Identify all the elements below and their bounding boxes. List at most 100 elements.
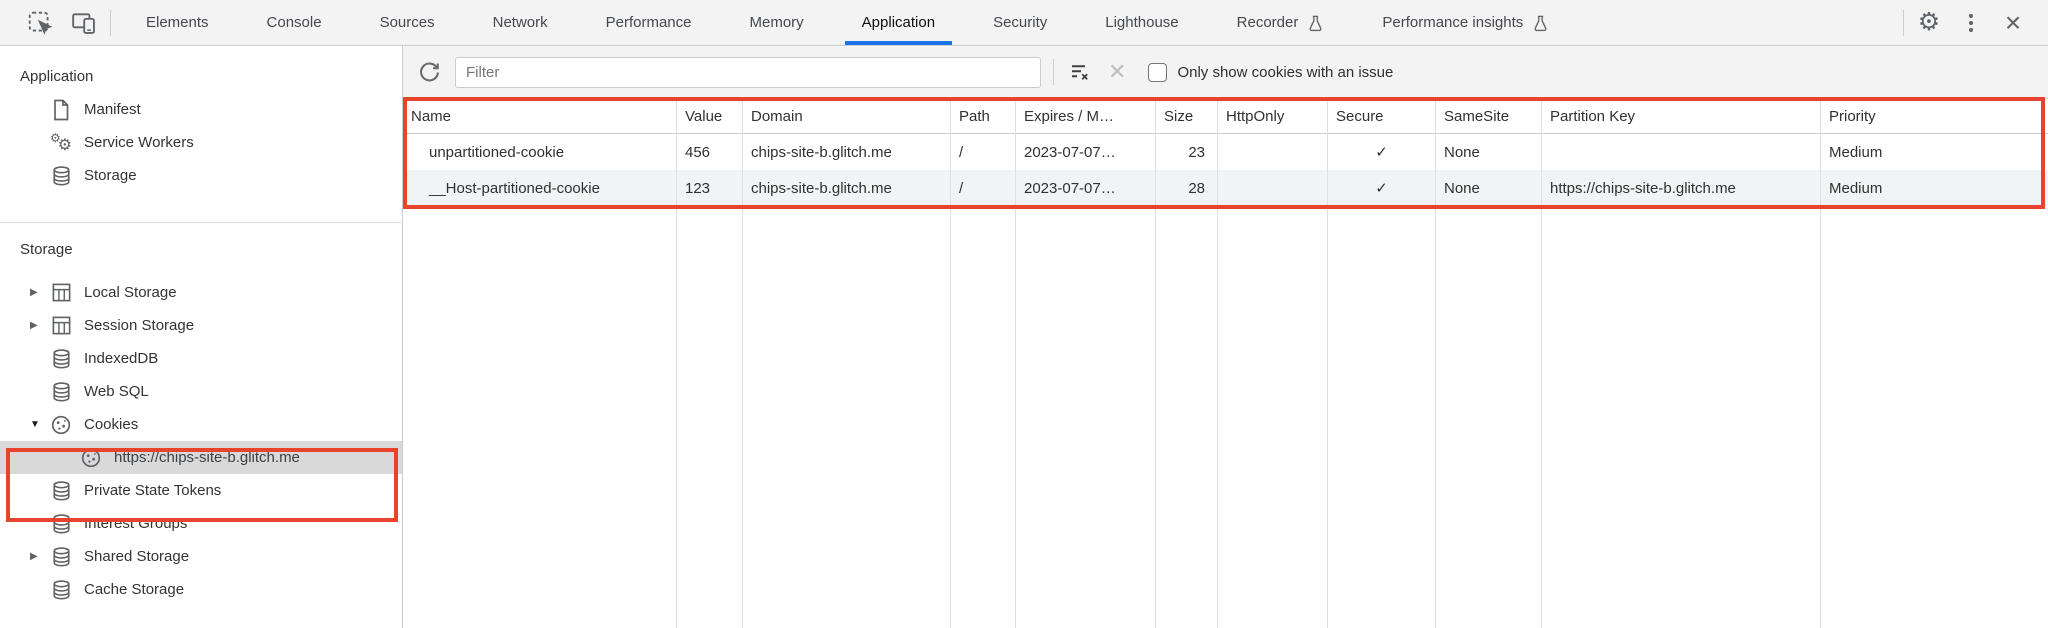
grid-empty-area — [951, 206, 1015, 628]
cookie-cell-priority-row0[interactable]: Medium — [1829, 143, 1883, 161]
column-header-path[interactable]: Path — [951, 99, 1015, 134]
cookie-cell-expires-m-row1[interactable]: 2023-07-07… — [1016, 170, 1155, 206]
tab-label: Elements — [146, 14, 209, 31]
tab-application[interactable]: Application — [839, 0, 958, 45]
database-icon — [50, 165, 72, 187]
sidebar-item-indexeddb[interactable]: IndexedDB — [0, 342, 402, 375]
database-icon — [50, 513, 72, 535]
chevron-collapsed-icon[interactable]: ▶ — [30, 287, 38, 298]
cookie-cell-domain-row1[interactable]: chips-site-b.glitch.me — [743, 170, 950, 206]
inspect-icon[interactable] — [18, 0, 62, 46]
column-header-httponly[interactable]: HttpOnly — [1218, 99, 1327, 134]
column-header-name[interactable]: Name — [403, 99, 676, 134]
sidebar-item-shared-storage[interactable]: ▶ Shared Storage — [0, 540, 402, 573]
tab-recorder[interactable]: Recorder — [1214, 0, 1348, 45]
cookie-cell-value-row1[interactable]: 123 — [677, 170, 742, 206]
sidebar-item-session-storage[interactable]: ▶Session Storage — [0, 309, 402, 342]
grid-column-value: Value 456 123 — [677, 99, 743, 628]
panel-tabs: Elements Console Sources Network Performance… — [123, 0, 1584, 45]
chevron-expanded-icon[interactable]: ▼ — [30, 419, 40, 430]
column-header-priority[interactable]: Priority — [1821, 99, 2048, 134]
sidebar-item-label: Cookies — [84, 416, 139, 433]
sidebar-item-label: Private State Tokens — [84, 482, 222, 499]
tab-label: Sources — [379, 14, 435, 31]
sidebar-item-web-sql[interactable]: Web SQL — [0, 375, 402, 408]
cookie-cell-value-row0[interactable]: 456 — [685, 143, 711, 161]
cookie-cell-secure-row0[interactable]: ✓ — [1375, 144, 1388, 161]
cookie-cell-samesite-row1[interactable]: None — [1436, 170, 1541, 206]
grid-column-expires-m: Expires / M… 2023-07-07… 2023-07-07… — [1016, 99, 1156, 628]
tab-label: Memory — [749, 14, 804, 31]
tab-performance-insights[interactable]: Performance insights — [1359, 0, 1572, 45]
column-header-partition-key[interactable]: Partition Key — [1542, 99, 1820, 134]
kebab-menu-icon[interactable] — [1950, 0, 1992, 46]
database-icon — [50, 381, 72, 403]
cookie-filter-input[interactable] — [455, 56, 1041, 88]
grid-empty-area — [1218, 206, 1327, 628]
right-tool-icons: ⚙ × — [1899, 0, 2048, 45]
toolbar-separator — [1053, 59, 1054, 85]
column-header-expires-m[interactable]: Expires / M… — [1016, 99, 1155, 134]
sidebar-item-cache-storage[interactable]: Cache Storage — [0, 573, 402, 606]
cookie-cell-name-row0[interactable]: unpartitioned-cookie — [429, 143, 565, 161]
flask-icon — [1532, 14, 1549, 32]
sidebar-item-label: Shared Storage — [84, 548, 190, 565]
sidebar-item-label: Service Workers — [84, 134, 194, 151]
tab-elements[interactable]: Elements — [123, 0, 232, 45]
issue-only-checkbox[interactable] — [1148, 62, 1168, 82]
chevron-collapsed-icon[interactable]: ▶ — [30, 320, 38, 331]
cookie-cell-path-row0[interactable]: / — [959, 143, 964, 161]
issue-only-label[interactable]: Only show cookies with an issue — [1177, 63, 1394, 81]
cookie-cell-size-row0[interactable]: 23 — [1188, 143, 1205, 161]
column-header-size[interactable]: Size — [1156, 99, 1217, 134]
clear-filter-icon[interactable] — [1068, 60, 1092, 84]
clear-x-icon[interactable]: ✕ — [1108, 59, 1127, 84]
grid-column-domain: Domain chips-site-b.glitch.me chips-site-b… — [743, 99, 951, 628]
settings-gear-icon[interactable]: ⚙ — [1917, 8, 1941, 36]
device-toolbar-icon[interactable] — [62, 0, 106, 46]
tab-sources[interactable]: Sources — [357, 0, 458, 45]
document-icon — [50, 99, 72, 121]
cookie-cell-expires-m-row0[interactable]: 2023-07-07… — [1024, 143, 1116, 161]
sidebar-item-service-workers[interactable]: ⚙⚙Service Workers — [0, 126, 402, 159]
cookie-cell-domain-row0[interactable]: chips-site-b.glitch.me — [751, 143, 892, 161]
cookie-cell-httponly-row1[interactable] — [1218, 170, 1327, 206]
column-header-domain[interactable]: Domain — [743, 99, 950, 134]
sidebar-item-local-storage[interactable]: ▶Local Storage — [0, 276, 402, 309]
close-icon[interactable]: × — [2004, 6, 2022, 38]
sidebar-item-cookies[interactable]: ▼ Cookies — [0, 408, 402, 441]
tab-label: Performance insights — [1382, 14, 1524, 31]
cookie-cell-size-row1[interactable]: 28 — [1156, 170, 1217, 206]
grid-column-httponly: HttpOnly — [1218, 99, 1328, 628]
tab-label: Console — [266, 14, 322, 31]
tab-console[interactable]: Console — [244, 0, 345, 45]
refresh-icon[interactable] — [414, 57, 444, 87]
tab-network[interactable]: Network — [470, 0, 571, 45]
cookie-cell-path-row1[interactable]: / — [951, 170, 1015, 206]
sidebar-item-storage[interactable]: Storage — [0, 159, 402, 192]
cookie-cell-secure-row1[interactable]: ✓ — [1328, 170, 1435, 206]
grid-empty-area — [1821, 206, 2048, 628]
sidebar-item-https-chips-site-b-glitch-me[interactable]: https://chips-site-b.glitch.me — [0, 441, 402, 474]
tab-performance[interactable]: Performance — [583, 0, 715, 45]
tab-security[interactable]: Security — [970, 0, 1070, 45]
chevron-collapsed-icon[interactable]: ▶ — [30, 551, 38, 562]
column-header-samesite[interactable]: SameSite — [1436, 99, 1541, 134]
cookie-cell-partition-key-row1[interactable]: https://chips-site-b.glitch.me — [1542, 170, 1820, 206]
column-header-value[interactable]: Value — [677, 99, 742, 134]
tab-lighthouse[interactable]: Lighthouse — [1082, 0, 1201, 45]
cookie-cell-samesite-row0[interactable]: None — [1444, 143, 1480, 161]
cookie-cell-partition-key-row0[interactable] — [1542, 134, 1820, 170]
sidebar-item-manifest[interactable]: Manifest — [0, 93, 402, 126]
sidebar-item-private-state-tokens[interactable]: Private State Tokens — [0, 474, 402, 507]
sidebar-item-interest-groups[interactable]: Interest Groups — [0, 507, 402, 540]
grid-empty-area — [1542, 206, 1820, 628]
cookie-cell-httponly-row0[interactable] — [1218, 134, 1327, 170]
table-grid-icon — [50, 315, 72, 337]
tab-memory[interactable]: Memory — [727, 0, 827, 45]
cookie-cell-priority-row1[interactable]: Medium — [1821, 170, 2048, 206]
column-header-secure[interactable]: Secure — [1328, 99, 1435, 134]
cookie-cell-name-row1[interactable]: __Host-partitioned-cookie — [403, 170, 676, 206]
